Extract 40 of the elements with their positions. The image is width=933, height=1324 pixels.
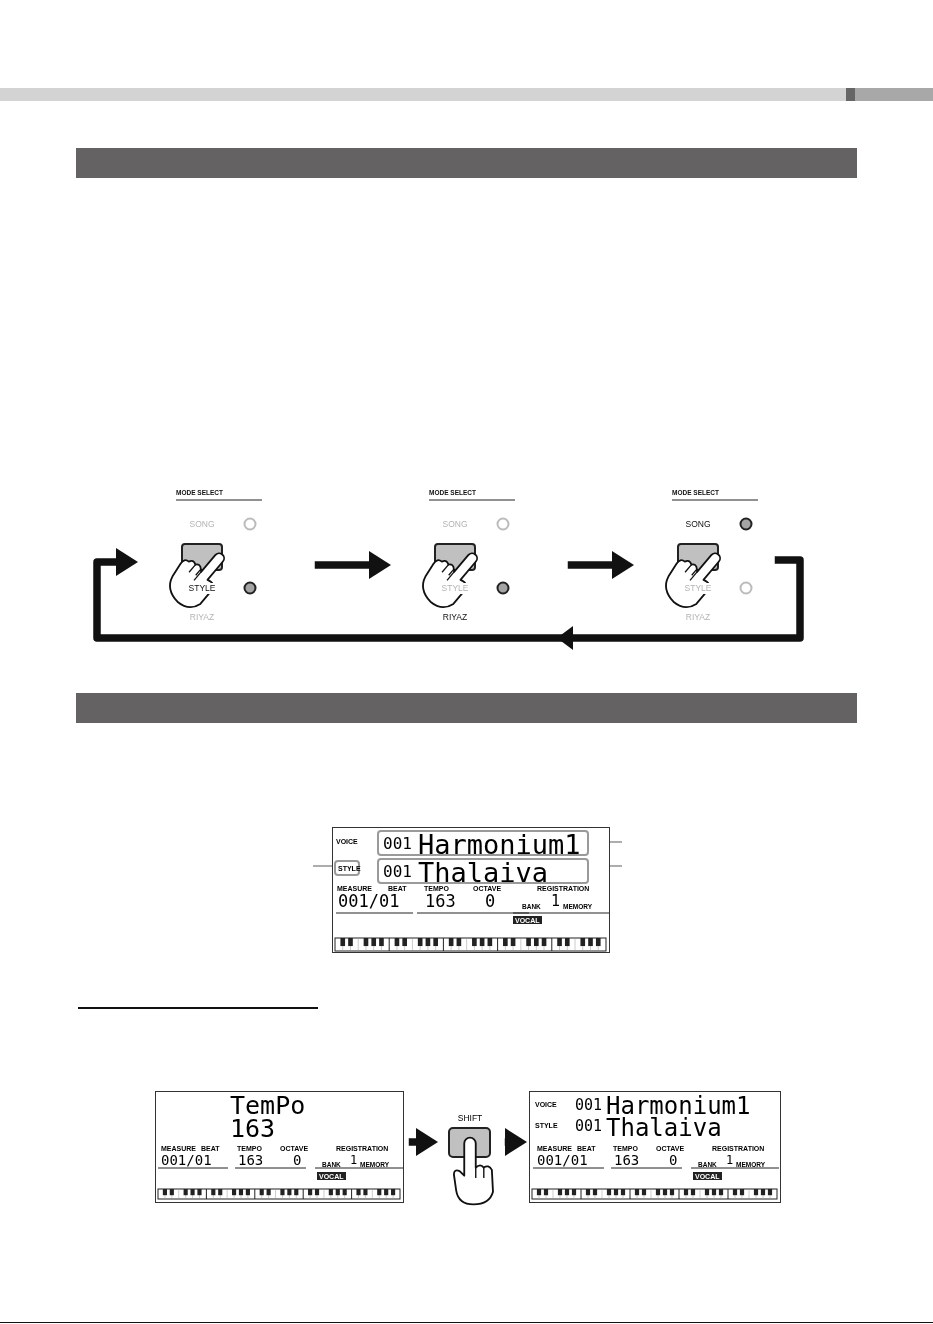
section-heading-bar <box>76 693 857 723</box>
lcd-digits: 1 <box>726 1154 734 1166</box>
highlight-frame <box>377 830 589 856</box>
lcd-digits: 001 <box>383 864 412 880</box>
lcd-digits: 001 <box>575 1119 603 1134</box>
lcd-digits: 0 <box>485 893 496 910</box>
lcd-digits: 001 <box>575 1098 603 1113</box>
highlight-frame <box>377 858 589 884</box>
mode-label: SONG <box>441 519 469 530</box>
lcd-digits: 001/01 <box>338 893 400 910</box>
lcd-text: Thalaiva <box>418 859 549 886</box>
lcd-text: Harmonium1 <box>418 831 581 858</box>
mode-label: STYLE <box>440 583 470 594</box>
lcd-digits: 163 <box>614 1153 640 1167</box>
lcd-digits: 001 <box>383 836 412 852</box>
mode-label: SONG <box>188 519 216 530</box>
lcd-display <box>332 827 610 953</box>
lcd-text: Harmonium1 <box>606 1094 751 1118</box>
lcd-digits: 1 <box>350 1154 358 1166</box>
mode-label: STYLE <box>683 583 713 594</box>
mode-label: RIYAZ <box>684 612 712 623</box>
mode-label: SONG <box>684 519 712 530</box>
lcd-text: TemPo <box>230 1093 306 1118</box>
lcd-digits: 0 <box>669 1153 678 1167</box>
section-heading-bar <box>76 148 857 178</box>
lcd-text: 163 <box>230 1116 276 1141</box>
lcd-display <box>155 1091 404 1203</box>
lcd-digits: 001/01 <box>537 1153 588 1167</box>
lcd-digits: 163 <box>425 893 456 910</box>
mode-label: STYLE <box>187 583 217 594</box>
lcd-digits: 001/01 <box>161 1153 212 1167</box>
lcd-digits: 0 <box>293 1153 302 1167</box>
mode-label: RIYAZ <box>441 612 469 623</box>
lcd-digits: 163 <box>238 1153 264 1167</box>
button-label: SHIFT <box>457 1114 483 1123</box>
highlight-frame <box>334 860 360 876</box>
mode-label: RIYAZ <box>188 612 216 623</box>
lcd-display <box>529 1091 781 1203</box>
lcd-text: Thalaiva <box>606 1116 722 1140</box>
lcd-digits: 1 <box>551 894 561 909</box>
